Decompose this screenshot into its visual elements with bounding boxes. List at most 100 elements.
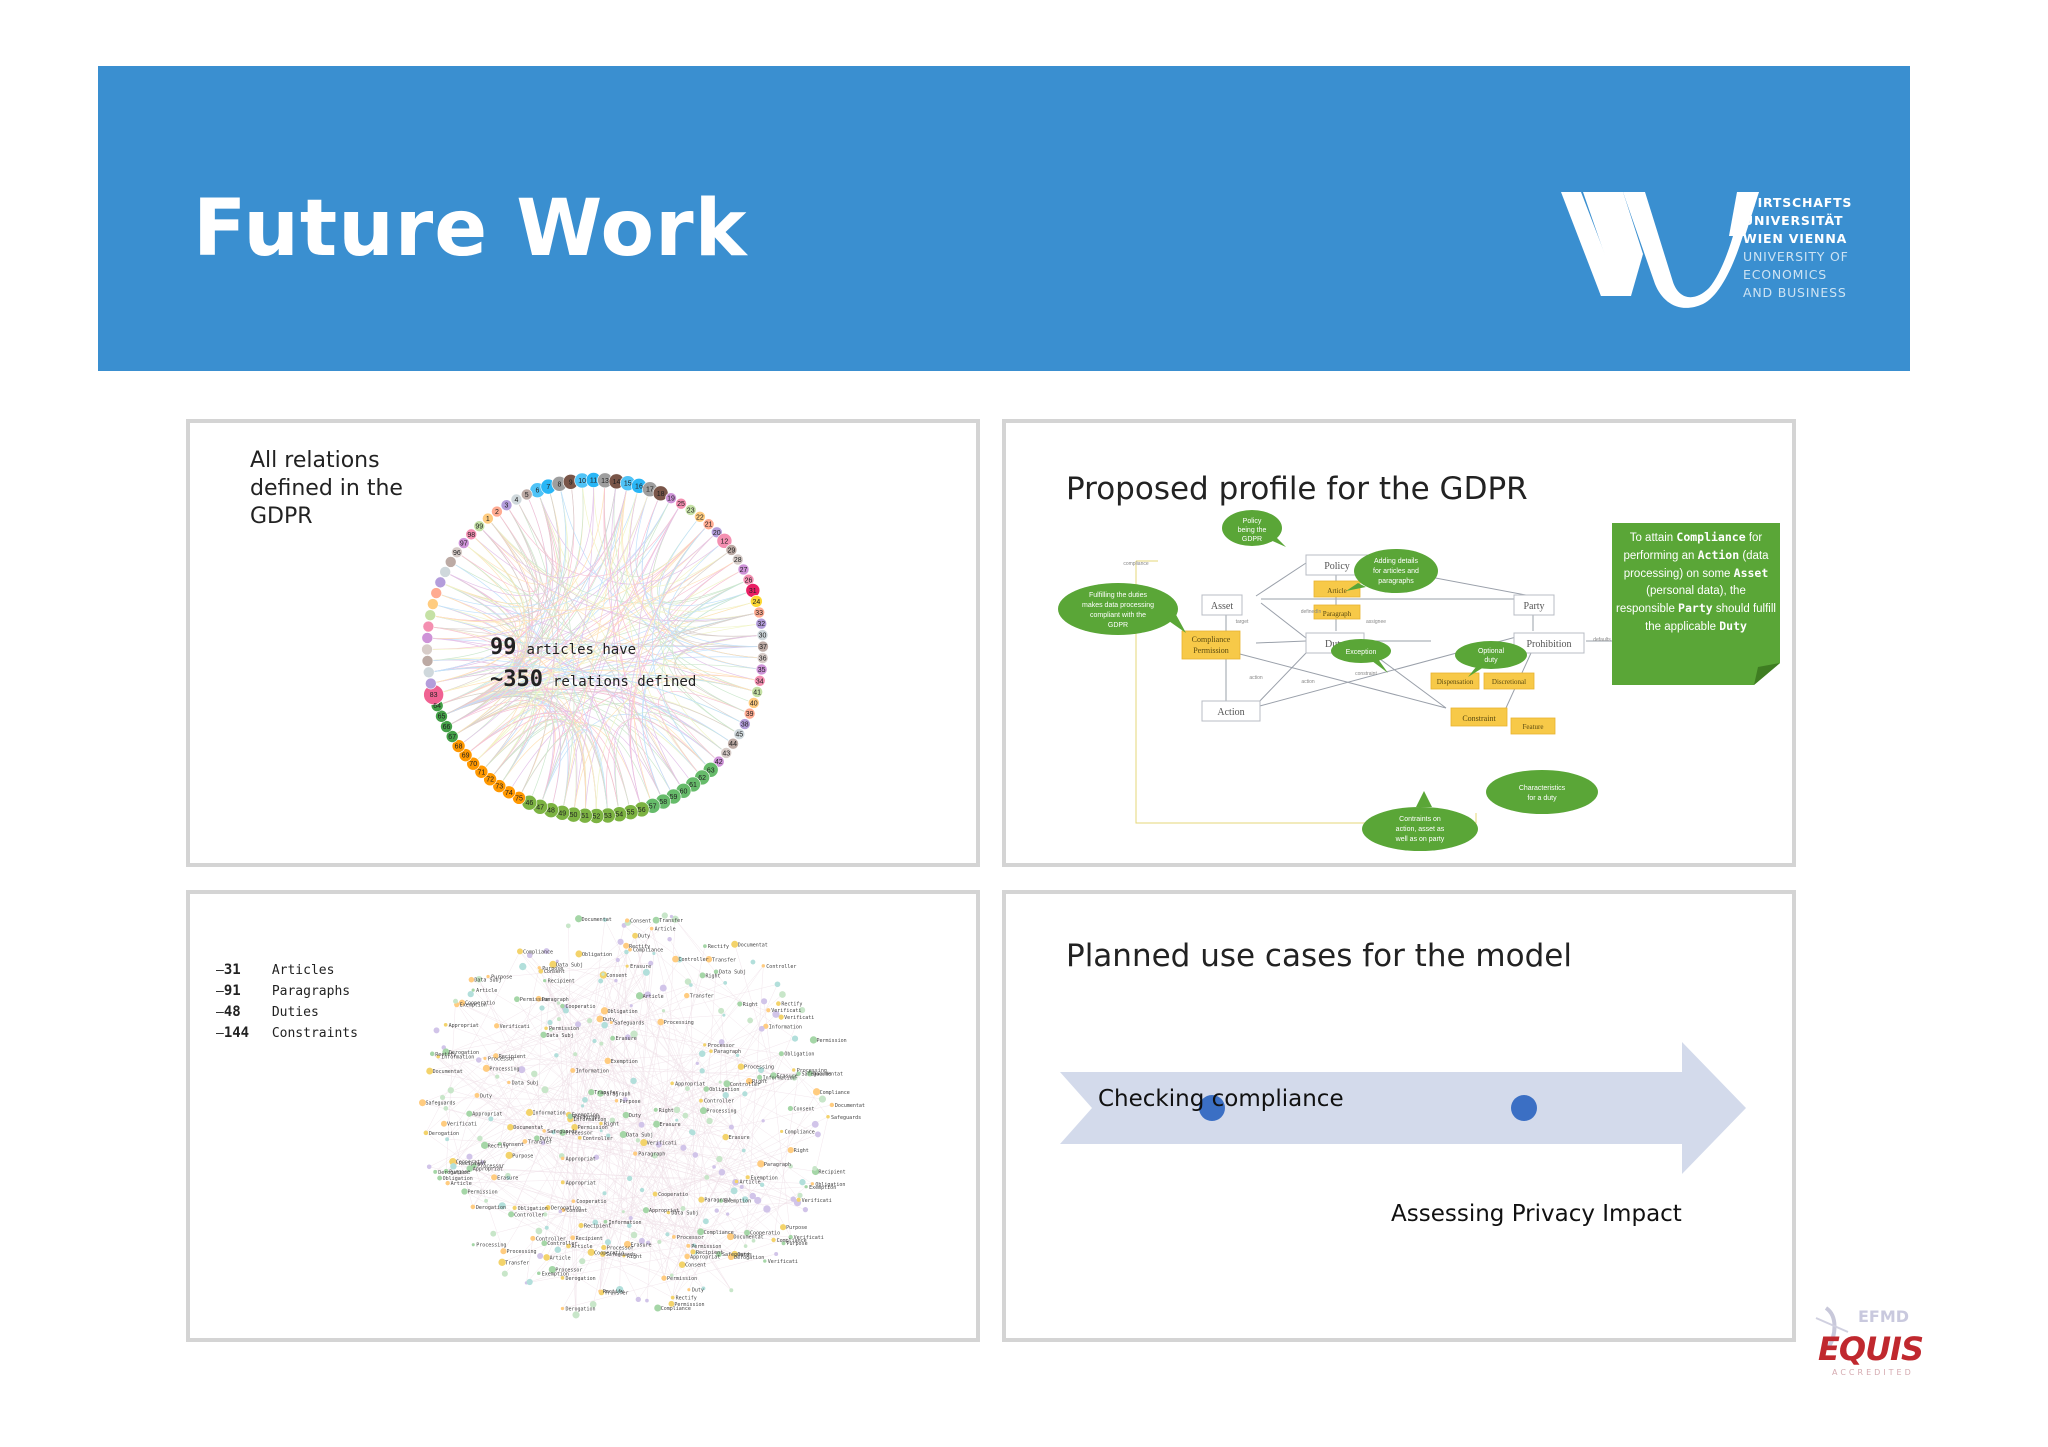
network-node bbox=[661, 1275, 667, 1281]
network-node bbox=[788, 1164, 793, 1169]
network-edge bbox=[634, 935, 648, 995]
note-text: (data processing) on some bbox=[1623, 550, 1769, 580]
network-node bbox=[466, 1165, 474, 1172]
page-title: Future Work bbox=[193, 184, 748, 274]
network-node bbox=[757, 1160, 765, 1168]
network-node bbox=[598, 978, 604, 984]
class-action: Action bbox=[1217, 707, 1244, 718]
network-edge bbox=[651, 928, 703, 1071]
network-node bbox=[678, 1261, 686, 1268]
network-node bbox=[774, 981, 781, 988]
chord-link bbox=[499, 490, 560, 787]
chord-node bbox=[422, 620, 435, 633]
network-node-label: Transfer bbox=[690, 994, 714, 1000]
network-edge bbox=[432, 1053, 704, 1289]
network-node bbox=[714, 1208, 719, 1213]
network-edge bbox=[538, 1109, 678, 1274]
network-node bbox=[603, 1219, 608, 1224]
network-node bbox=[787, 1146, 794, 1154]
network-node bbox=[812, 1166, 818, 1171]
network-node-label: Article bbox=[643, 994, 664, 1000]
network-edge bbox=[478, 1010, 567, 1061]
network-node bbox=[597, 1090, 604, 1097]
network-node bbox=[537, 1271, 541, 1276]
chord-node-label: 38 bbox=[741, 722, 749, 729]
network-edge bbox=[429, 1127, 511, 1167]
network-edge bbox=[526, 1199, 799, 1284]
chord-node bbox=[457, 537, 470, 549]
network-node bbox=[718, 1007, 725, 1014]
network-edge bbox=[573, 1130, 602, 1202]
network-node bbox=[588, 1089, 595, 1096]
chord-link bbox=[584, 559, 738, 816]
chord-link bbox=[622, 483, 763, 659]
chord-link bbox=[441, 691, 711, 771]
network-edge bbox=[623, 1134, 732, 1291]
chord-node bbox=[482, 512, 494, 525]
network-node-label: Documentat bbox=[582, 917, 612, 923]
network-node bbox=[494, 1023, 500, 1029]
equis-text: EQUIS bbox=[1818, 1330, 1924, 1368]
network-node bbox=[596, 1015, 604, 1023]
network-node bbox=[745, 1175, 750, 1180]
network-node bbox=[480, 1160, 485, 1165]
chord-node-label: 55 bbox=[627, 810, 635, 817]
chord-link bbox=[651, 524, 711, 771]
network-node bbox=[423, 1130, 429, 1136]
network-edge bbox=[672, 1038, 796, 1084]
network-node bbox=[651, 1152, 658, 1159]
network-node-label: Article bbox=[451, 1181, 472, 1187]
chord-node-label: 9 bbox=[569, 479, 573, 486]
chord-node bbox=[492, 779, 507, 793]
network-node bbox=[723, 1080, 731, 1088]
network-node bbox=[713, 969, 719, 974]
chord-link bbox=[539, 729, 609, 816]
network-node bbox=[684, 1086, 690, 1092]
edge-label: action bbox=[1249, 675, 1263, 681]
network-node bbox=[599, 1041, 604, 1046]
network-edge bbox=[582, 1245, 695, 1262]
network-node bbox=[731, 1250, 738, 1258]
chord-node bbox=[694, 510, 706, 523]
network-node bbox=[728, 1124, 734, 1130]
network-node bbox=[745, 1077, 753, 1085]
network-edge bbox=[570, 1055, 738, 1117]
network-node bbox=[703, 1086, 710, 1092]
network-node-label: Data Subj bbox=[512, 1080, 539, 1086]
network-node bbox=[741, 1148, 746, 1153]
chord-link bbox=[539, 713, 719, 807]
network-node bbox=[802, 1207, 809, 1213]
chord-node bbox=[439, 566, 451, 578]
chord-link bbox=[441, 646, 763, 717]
network-node bbox=[648, 960, 654, 966]
chord-link bbox=[465, 712, 620, 815]
network-node bbox=[512, 1205, 517, 1210]
network-node-label: Consent bbox=[793, 1106, 814, 1112]
network-node bbox=[572, 1311, 580, 1319]
network-edge bbox=[625, 1099, 784, 1244]
chord-node-label: 15 bbox=[624, 481, 632, 488]
network-edge bbox=[552, 964, 707, 1222]
caption-line: GDPR bbox=[250, 504, 313, 529]
network-node-label: Right bbox=[627, 1254, 642, 1260]
network-edge bbox=[637, 1140, 744, 1151]
network-edge bbox=[607, 1060, 684, 1209]
network-node-label: Permission bbox=[520, 997, 550, 1003]
chord-node-label: 30 bbox=[759, 633, 767, 640]
network-node bbox=[592, 1219, 599, 1226]
network-node bbox=[692, 1243, 697, 1248]
network-node-label: Derogation bbox=[438, 1170, 468, 1176]
network-node bbox=[626, 1175, 633, 1182]
network-edge bbox=[623, 1202, 798, 1212]
chord-node bbox=[725, 544, 738, 556]
network-node bbox=[567, 1113, 574, 1120]
note-keyword: Action bbox=[1697, 548, 1740, 562]
network-node-label: Duty bbox=[629, 1113, 641, 1119]
chord-link bbox=[506, 505, 555, 798]
wu-logo-text: WIRTSCHAFTS UNIVERSITÄT WIEN VIENNA UNIV… bbox=[1743, 194, 1852, 302]
chord-node bbox=[720, 747, 733, 759]
network-node bbox=[604, 1239, 611, 1246]
network-node-label: Erasure bbox=[630, 1242, 651, 1248]
network-node-label: Recipient bbox=[696, 1250, 723, 1256]
chord-node-label: 69 bbox=[462, 753, 470, 760]
